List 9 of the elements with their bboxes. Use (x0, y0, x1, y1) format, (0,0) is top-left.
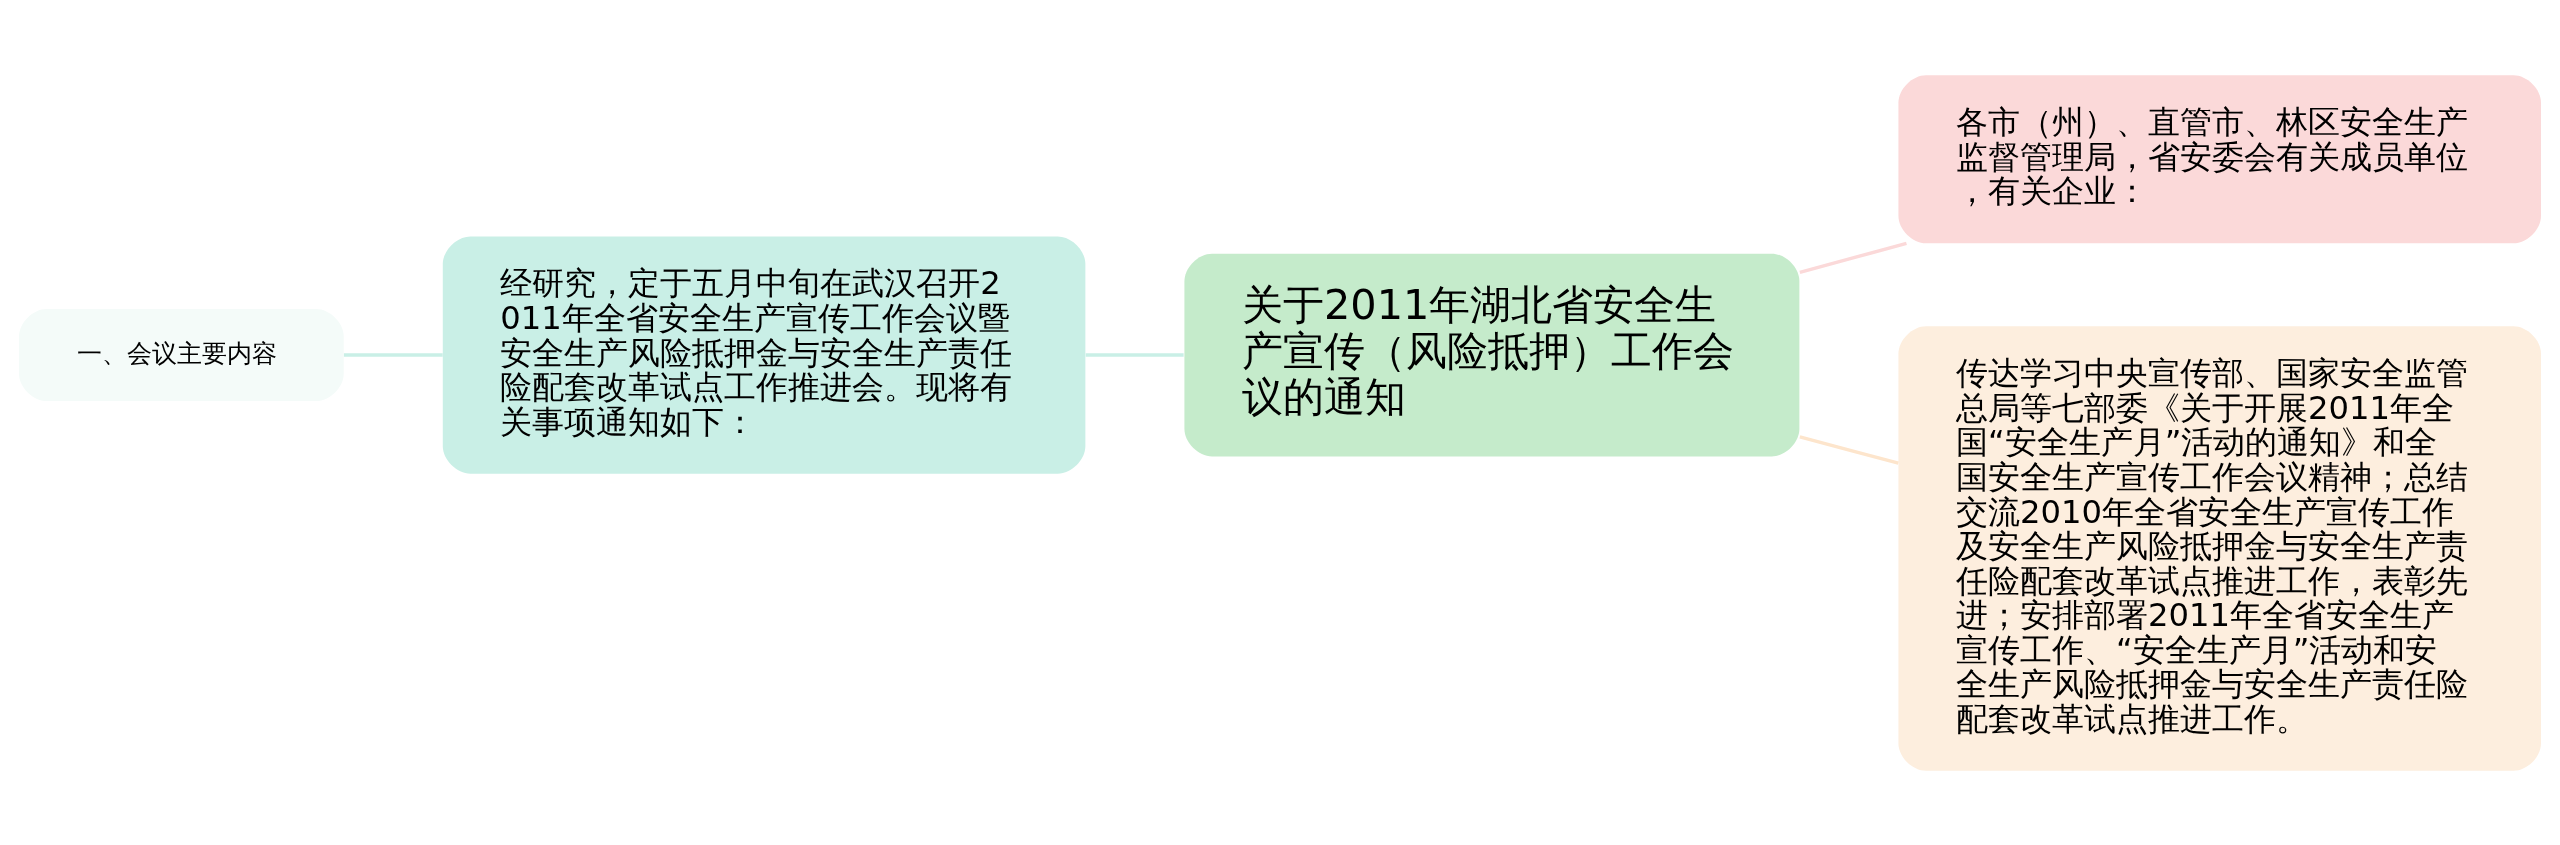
connector (1799, 241, 1907, 274)
node-box: 传达学习中央宣传部、国家安全监管总局等七部委《关于开展2011年全国“安全生产月”活动的通知》和全国安全生产宣传工作会议精神；总结交流2010年全省安全生产宣传工作及安全生产风险抵押金与安全生产责任险配套改革试点推进工作，表彰先进；安排部署2011年全省安全生产宣传工作、“安全生产月”活动和安全生产风险抵押金与安全生产责任险配套改革试点推进工作。 (1898, 325, 2541, 771)
node-box: 一、会议主要内容 (19, 308, 344, 401)
connector (1799, 434, 1899, 465)
connector (343, 352, 443, 357)
node-box: 各市（州）、直管市、林区安全生产监督管理局，省安委会有关成员单位，有关企业： (1898, 74, 2541, 243)
node-box: 经研究，定于五月中旬在武汉召开2011年全省安全生产宣传工作会议暨安全生产风险抵押金与安全生产责任险配套改革试点工作推进会。现将有关事项通知如下： (442, 235, 1086, 474)
node-box: 关于2011年湖北省安全生产宣传（风险抵押）工作会议的通知 (1184, 253, 1800, 456)
connector (1085, 352, 1184, 357)
